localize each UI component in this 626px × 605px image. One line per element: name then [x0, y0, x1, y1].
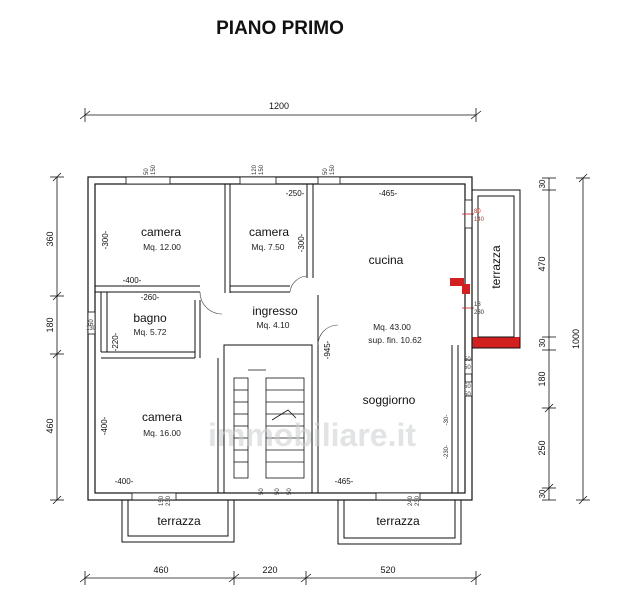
room-camera-3: camera: [142, 410, 182, 424]
room-camera-2-area: Mq. 7.50: [251, 242, 284, 252]
opening-window-right-a: 80: [474, 209, 481, 215]
opening-1b: 150: [151, 164, 157, 175]
bottom-dim-2: 220: [262, 565, 277, 575]
terrazza-right: [471, 189, 521, 349]
dim-camera1-height: -300-: [101, 230, 110, 249]
room-camera-1-area: Mq. 12.00: [143, 242, 181, 252]
plan-title: PIANO PRIMO: [216, 18, 344, 39]
dim-camera3-height: -400-: [100, 416, 109, 435]
staircase: [233, 369, 305, 479]
dim-cucina-width: -465-: [379, 189, 398, 198]
opening-stair-a: 50: [259, 488, 265, 495]
bottom-dimension: [79, 571, 482, 585]
soggiorno-area: Mq. 43.00: [373, 322, 411, 332]
room-ingresso-area: Mq. 4.10: [256, 320, 289, 330]
opening-soggiorno-1b: 50: [464, 365, 471, 371]
left-dimension: [50, 172, 64, 505]
opening-soggiorno-2b: 50: [464, 392, 471, 398]
bottom-dim-3: 520: [380, 565, 395, 575]
opening-bt1b: 230: [166, 495, 172, 506]
dim-camera2-height: -300-: [297, 233, 306, 252]
room-bagno-area: Mq. 5.72: [133, 327, 166, 337]
dim-30: -30-: [444, 415, 450, 426]
dim-camera3-width: -400-: [115, 477, 134, 486]
right-dim-2: 470: [537, 256, 547, 271]
right-dim-1: 30: [538, 179, 547, 188]
room-camera-3-area: Mq. 16.00: [143, 428, 181, 438]
opening-bt2b: 230: [415, 495, 421, 506]
right-dimension-inner: [542, 177, 556, 501]
opening-soggiorno-1a: 50: [464, 357, 471, 363]
right-dim-6: 30: [538, 489, 547, 498]
opening-stair-c: 50: [287, 488, 293, 495]
room-cucina: cucina: [369, 253, 404, 267]
room-camera-1: camera: [141, 225, 181, 239]
right-dimension-outer: [576, 173, 590, 505]
terrazza-bottom-right: [337, 499, 462, 545]
top-dimension: [79, 108, 482, 122]
interior-walls: [95, 184, 459, 494]
opening-door-right-a: 18: [474, 302, 481, 308]
overall-width-label: 1200: [269, 101, 289, 111]
opening-2a: 120: [252, 164, 258, 175]
opening-bt2a: 240: [408, 495, 414, 506]
opening-door-right-b: 230: [474, 310, 485, 316]
dim-camera1-width: -400-: [123, 276, 142, 285]
soggiorno-sup-fin: sup. fin. 10.62: [368, 335, 422, 345]
dim-soggiorno-width: -465-: [335, 477, 354, 486]
room-bagno: bagno: [133, 311, 167, 325]
opening-bagno-a: 50: [89, 319, 95, 326]
room-ingresso: ingresso: [252, 304, 298, 318]
overall-height-label: 1000: [571, 329, 581, 349]
left-dim-3: 460: [45, 418, 55, 433]
watermark: immobiliare.it: [208, 417, 416, 453]
left-dim-1: 360: [45, 231, 55, 246]
terrazza-right-label: terrazza: [489, 245, 503, 289]
dim-camera2-width: -250-: [286, 189, 305, 198]
opening-stair-b: 50: [275, 488, 281, 495]
dim-bagno-height: -220-: [111, 332, 120, 351]
door-arcs: [199, 275, 339, 346]
room-camera-2: camera: [249, 225, 289, 239]
opening-bt1a: 150: [159, 495, 165, 506]
opening-3b: 150: [330, 164, 336, 175]
opening-2b: 150: [259, 164, 265, 175]
opening-1a: 50: [144, 168, 150, 175]
right-dim-5: 250: [537, 440, 547, 455]
dim-230: -230-: [444, 445, 450, 459]
terrazza-bottom-left-label: terrazza: [157, 514, 201, 528]
room-soggiorno: soggiorno: [363, 393, 416, 407]
dim-bagno-width: -260-: [141, 293, 160, 302]
opening-window-right-b: 140: [474, 217, 485, 223]
left-dim-2: 180: [45, 317, 55, 332]
opening-3a: 50: [323, 168, 329, 175]
opening-soggiorno-2a: 50: [464, 384, 471, 390]
bottom-dim-1: 460: [153, 565, 168, 575]
opening-bagno-b: 130: [86, 326, 97, 332]
dim-soggiorno-height: -945-: [323, 340, 332, 359]
right-dim-4: 180: [537, 371, 547, 386]
right-dim-3: 30: [538, 338, 547, 347]
terrazza-bottom-right-label: terrazza: [376, 514, 420, 528]
terrazza-bottom-left: [121, 499, 235, 543]
red-elements: [450, 213, 520, 348]
